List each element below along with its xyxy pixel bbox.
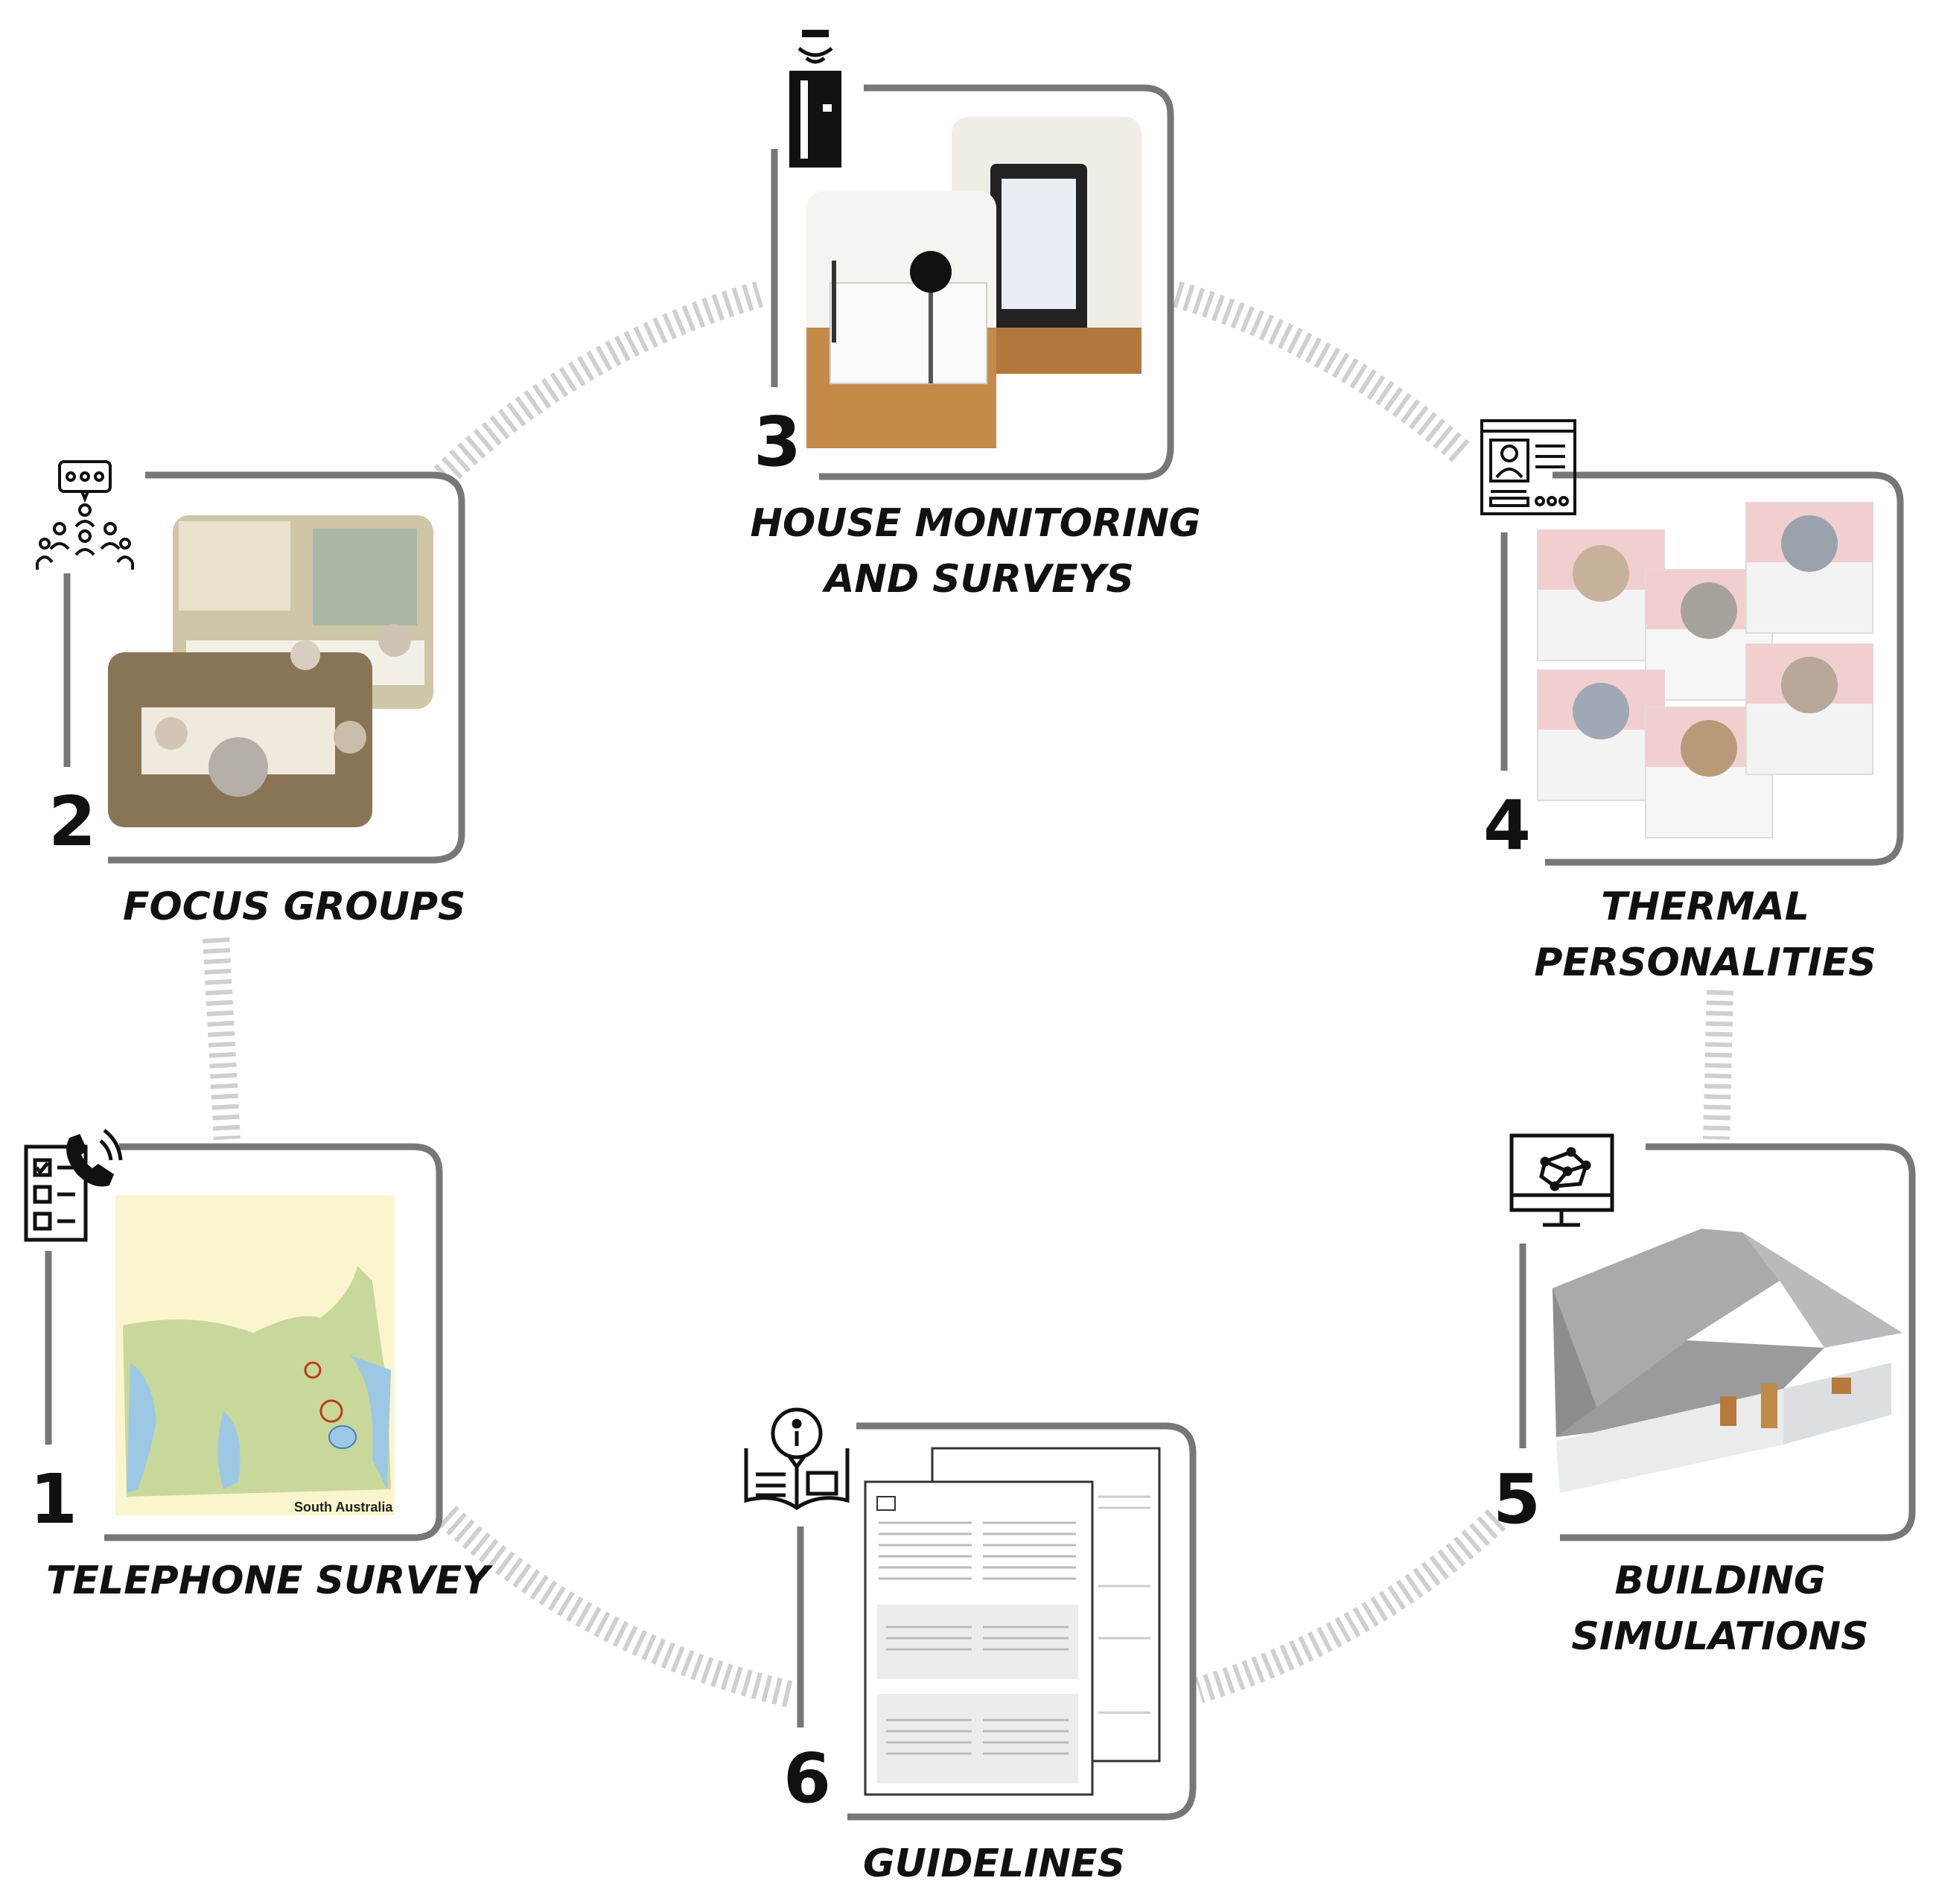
connector-1-2 bbox=[203, 937, 241, 1140]
stage-4-frame bbox=[1545, 471, 1904, 866]
stage-5-number: 5 bbox=[1493, 1459, 1541, 1539]
stage-5-label-line-2: SIMULATIONS bbox=[1571, 1614, 1868, 1659]
cycle-connectors bbox=[203, 281, 1733, 1707]
south-australia-map: South Australia bbox=[115, 1195, 395, 1515]
stage-3-label-line-1: HOUSE MONITORING bbox=[750, 501, 1200, 546]
stage-1-frame bbox=[104, 1143, 443, 1541]
stage-1-label-line-1: TELEPHONE SURVEY bbox=[46, 1558, 494, 1603]
guideline-documents bbox=[864, 1447, 1161, 1796]
profile-card-icon bbox=[1480, 419, 1576, 515]
stage-2-number: 2 bbox=[48, 782, 96, 862]
stage-6-number: 6 bbox=[783, 1739, 831, 1818]
connector-3-4 bbox=[1172, 281, 1472, 465]
stage-5-label-line-1: BUILDING bbox=[1614, 1558, 1825, 1603]
map-region-label: South Australia bbox=[294, 1500, 393, 1515]
monitor-3d-model-icon bbox=[1509, 1133, 1614, 1227]
stage-4-number: 4 bbox=[1483, 786, 1531, 865]
stage-3: 3 HOUSE MONITORING AND SURVEYS bbox=[750, 30, 1201, 602]
focus-group-icon bbox=[36, 460, 134, 570]
stage-2-frame bbox=[108, 471, 465, 864]
connector-5-6 bbox=[1194, 1509, 1506, 1704]
stage-2: 2 FOCUS GROUPS bbox=[36, 460, 465, 929]
connector-6-1 bbox=[437, 1505, 792, 1707]
persona-cards bbox=[1537, 502, 1873, 838]
stage-5-frame bbox=[1560, 1143, 1916, 1541]
info-book-icon bbox=[744, 1407, 850, 1511]
stage-4-label-line-1: THERMAL bbox=[1601, 885, 1809, 929]
stage-4-label-line-2: PERSONALITIES bbox=[1534, 940, 1876, 985]
stage-1-number: 1 bbox=[30, 1459, 77, 1539]
stage-1: South Australia 1 TELEPHONE SURVEY bbox=[24, 1129, 494, 1603]
stage-5: 5 BUILDING SIMULATIONS bbox=[1493, 1133, 1916, 1659]
connector-4-5 bbox=[1703, 990, 1733, 1140]
telephone-survey-icon bbox=[24, 1129, 123, 1242]
stage-3-number: 3 bbox=[754, 402, 801, 482]
stage-6-label-line-1: GUIDELINES bbox=[863, 1841, 1125, 1886]
connector-2-3 bbox=[433, 281, 763, 486]
house-3d-model bbox=[1553, 1229, 1902, 1493]
stage-6: 6 GUIDELINES bbox=[744, 1407, 1197, 1886]
stage-3-label-line-2: AND SURVEYS bbox=[821, 557, 1134, 602]
stage-6-frame bbox=[847, 1422, 1197, 1821]
monitoring-photos bbox=[806, 117, 1141, 448]
stage-3-frame bbox=[819, 84, 1174, 480]
stage-4: 4 THERMAL PERSONALITIES bbox=[1480, 419, 1904, 985]
sensor-device-icon bbox=[789, 30, 841, 168]
focus-group-photos bbox=[108, 515, 433, 827]
stage-2-label-line-1: FOCUS GROUPS bbox=[123, 885, 465, 929]
